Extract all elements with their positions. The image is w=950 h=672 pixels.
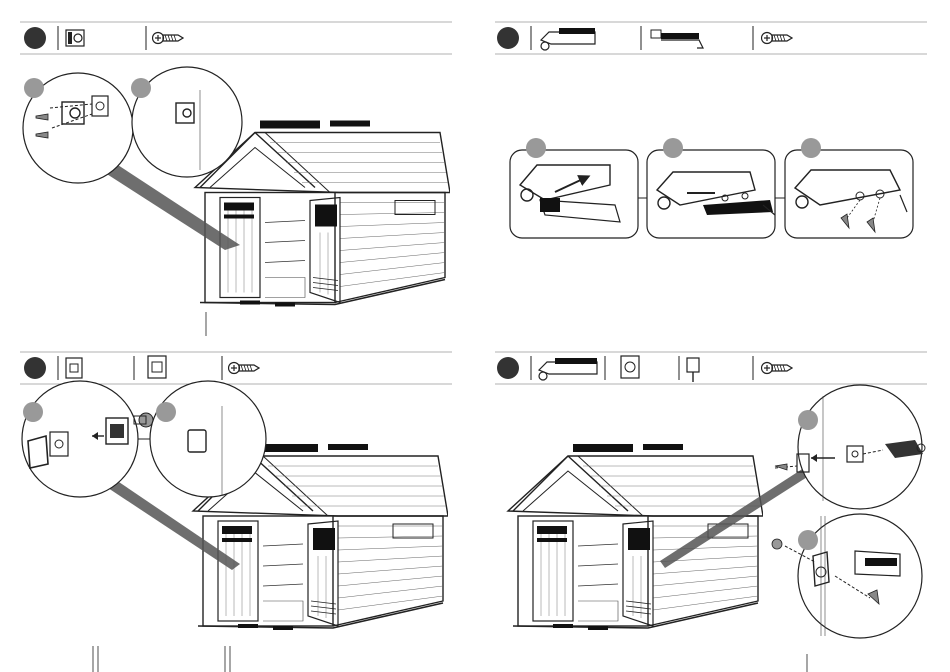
callout-number-1: [526, 138, 546, 158]
callout-number-2: [663, 138, 683, 158]
callout-number-2: [131, 78, 151, 98]
callout-circle-2: [150, 381, 266, 497]
screw-icon: [762, 363, 793, 374]
screw-icon: [229, 363, 260, 374]
shed-illustration: [508, 444, 763, 630]
handle-part-icon: [148, 356, 166, 378]
step-b-diagram: [475, 0, 950, 336]
square-plate-part-icon: [66, 358, 82, 378]
callout-number-1: [798, 410, 818, 430]
step-c-panel: [0, 336, 475, 672]
step-d-diagram: [475, 336, 950, 672]
screw-icon: [153, 33, 184, 44]
step-marker-c: [24, 357, 46, 379]
latch-bar-part-icon: [539, 358, 597, 380]
step-c-diagram: [0, 336, 475, 672]
callout-circle-2: [798, 514, 922, 638]
callout-number-2: [156, 402, 176, 422]
step-a-diagram: [0, 0, 475, 336]
bolt-part-icon: [687, 358, 699, 382]
step-a-panel: [0, 0, 475, 336]
callout-number-1: [24, 78, 44, 98]
latch-bar-part-icon: [541, 28, 595, 50]
callout-number-3: [801, 138, 821, 158]
step-marker-a: [24, 27, 46, 49]
callout-number-1: [23, 402, 43, 422]
square-bracket-part-icon: [621, 356, 639, 378]
step-b-panel: [475, 0, 950, 336]
screw-icon: [762, 33, 793, 44]
callout-number-2: [798, 530, 818, 550]
step-marker-b: [497, 27, 519, 49]
bracket-part-icon: [66, 30, 84, 46]
hook-part-icon: [651, 30, 703, 48]
step-marker-d: [497, 357, 519, 379]
step-d-panel: [475, 336, 950, 672]
